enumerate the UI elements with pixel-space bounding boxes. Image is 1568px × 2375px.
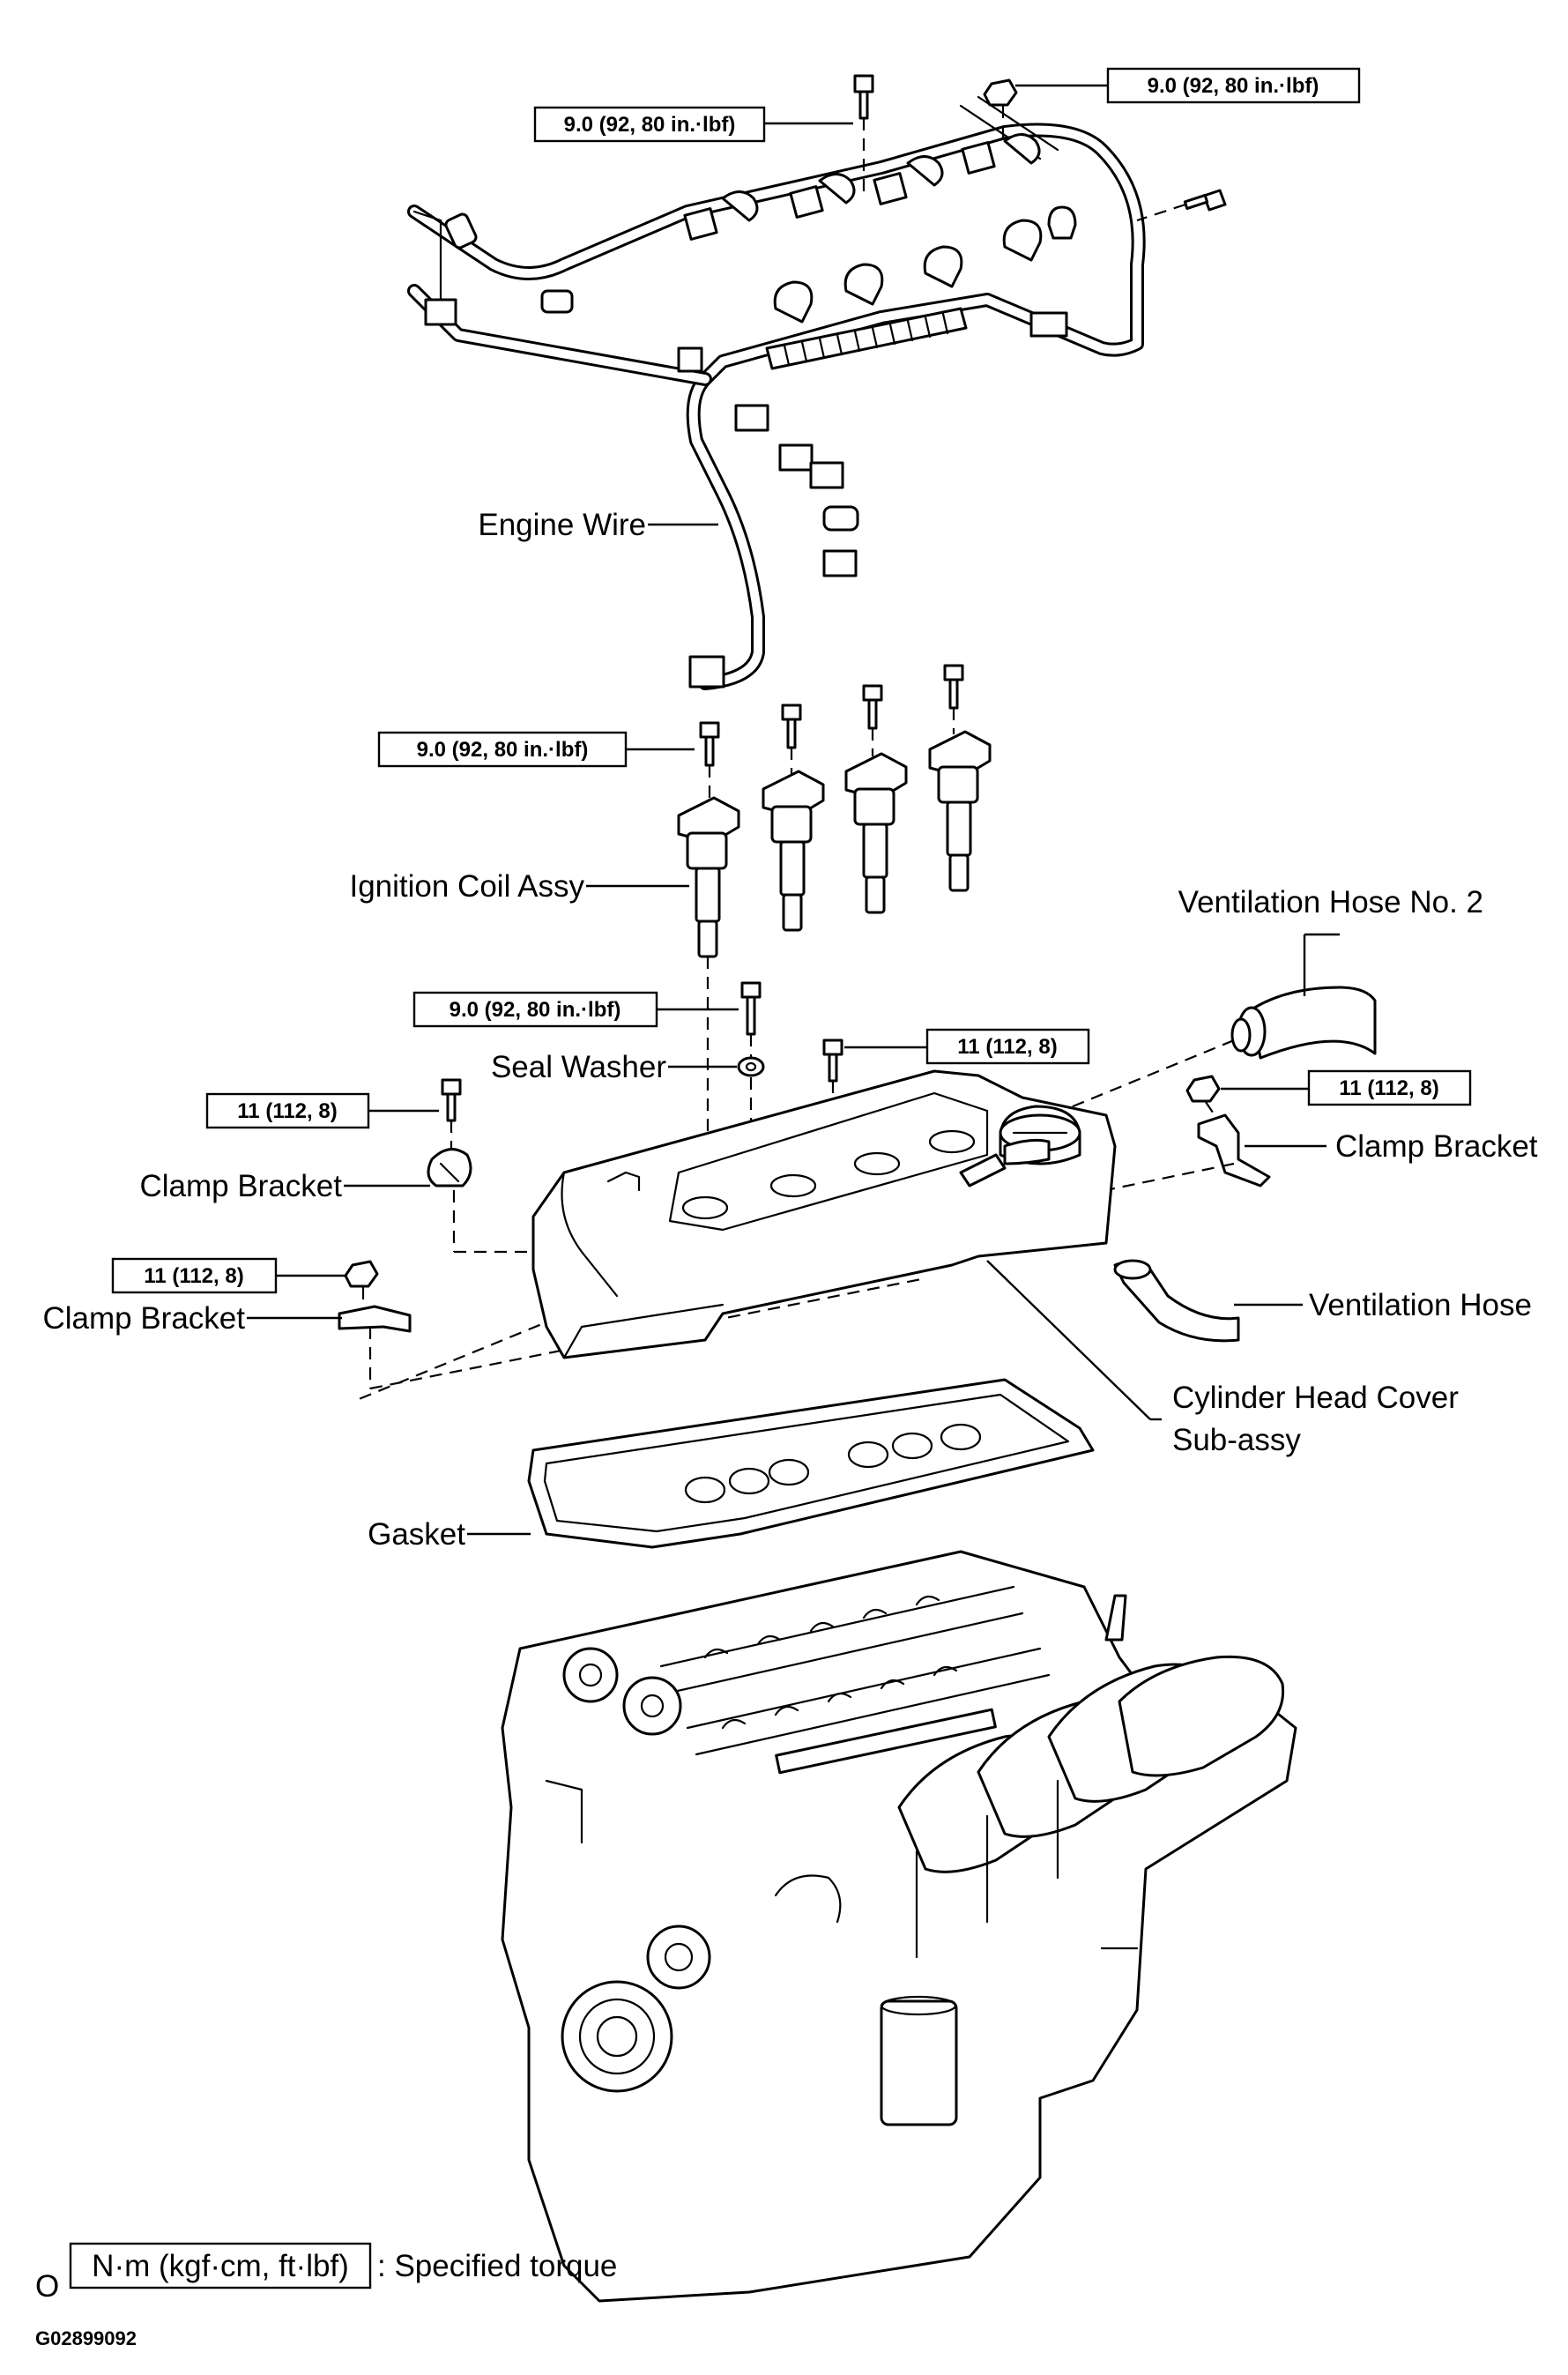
ventilation-hose [1113, 1259, 1240, 1343]
ignition-coils [677, 664, 992, 1208]
left-clamp-bracket-upper [427, 1148, 538, 1254]
label-gasket: Gasket [368, 1517, 465, 1552]
torque-wire-right-text: 9.0 (92, 80 in.·lbf) [1148, 74, 1319, 98]
coil-bolts [699, 664, 964, 798]
torque-wire-left-text: 9.0 (92, 80 in.·lbf) [564, 113, 736, 137]
figure-code: G02899092 [35, 2327, 137, 2349]
torque-cover-nut-text: 11 (112, 8) [957, 1035, 1057, 1059]
label-clamp-bracket-right: Clamp Bracket [1335, 1129, 1538, 1164]
left-clamp-bracket-lower [338, 1277, 926, 1390]
harness-connectors [444, 133, 1077, 689]
leader-lines [247, 523, 1340, 1536]
ventilation-hose-no2 [1230, 986, 1377, 1060]
harness-side-bolt [1136, 189, 1227, 222]
left-lower-nut [344, 1260, 379, 1309]
harness-nut [983, 78, 1018, 145]
engine-block [501, 1550, 1297, 2303]
label-seal-washer: Seal Washer [491, 1050, 666, 1084]
torque-box-right-clamp: 11 (112, 8) [1221, 1069, 1472, 1106]
harness-bolt [853, 74, 874, 194]
label-clamp-bracket-left-upper: Clamp Bracket [139, 1169, 342, 1203]
label-ventilation-hose: Ventilation Hose [1309, 1288, 1532, 1322]
torque-box-wire-right: 9.0 (92, 80 in.·lbf) [1015, 67, 1361, 104]
torque-box-wire-left: 9.0 (92, 80 in.·lbf) [533, 106, 853, 143]
label-engine-wire: Engine Wire [478, 508, 646, 542]
torque-box-left-clamp: 11 (112, 8) [205, 1092, 439, 1129]
torque-cover-bolt-text: 9.0 (92, 80 in.·lbf) [450, 998, 621, 1022]
right-clamp-nut [1185, 1075, 1230, 1138]
ignition-coil-4 [928, 730, 992, 892]
cylinder-head-cover [531, 1069, 1117, 1359]
label-cylinder-head-cover-1: Cylinder Head Cover [1172, 1381, 1459, 1415]
label-cylinder-head-cover-2: Sub-assy [1172, 1423, 1301, 1457]
engine-wire-harness [407, 74, 1227, 690]
legend-description: : Specified torque [377, 2249, 617, 2283]
torque-coil-text: 9.0 (92, 80 in.·lbf) [417, 738, 589, 762]
torque-legend: O N·m (kgf·cm, ft·lbf) : Specified torqu… [35, 2242, 617, 2304]
torque-box-cover-nut: 11 (112, 8) [844, 1028, 1090, 1065]
cover-bolt [740, 981, 762, 1058]
gasket [527, 1378, 1095, 1549]
corrugated-tube [765, 307, 968, 370]
torque-left-lower-text: 11 (112, 8) [144, 1264, 243, 1288]
left-clamp-bolt [441, 1078, 462, 1150]
label-ventilation-hose-no2: Ventilation Hose No. 2 [1178, 885, 1483, 919]
label-ignition-coil: Ignition Coil Assy [349, 869, 584, 904]
ignition-coil-2 [762, 770, 825, 932]
legend-unit-box: N·m (kgf·cm, ft·lbf) [92, 2249, 349, 2283]
torque-left-clamp-text: 11 (112, 8) [237, 1099, 337, 1123]
ignition-coil-1 [677, 796, 740, 1208]
torque-box-left-lower: 11 (112, 8) [111, 1257, 346, 1294]
torque-right-clamp-text: 11 (112, 8) [1339, 1076, 1438, 1100]
legend-corner-mark: O [35, 2269, 59, 2304]
torque-box-cover-bolt: 9.0 (92, 80 in.·lbf) [412, 991, 739, 1028]
label-clamp-bracket-left-lower: Clamp Bracket [42, 1301, 245, 1336]
ignition-coil-3 [844, 752, 908, 914]
torque-box-coil: 9.0 (92, 80 in.·lbf) [377, 731, 695, 768]
oil-filter [880, 1995, 958, 2126]
